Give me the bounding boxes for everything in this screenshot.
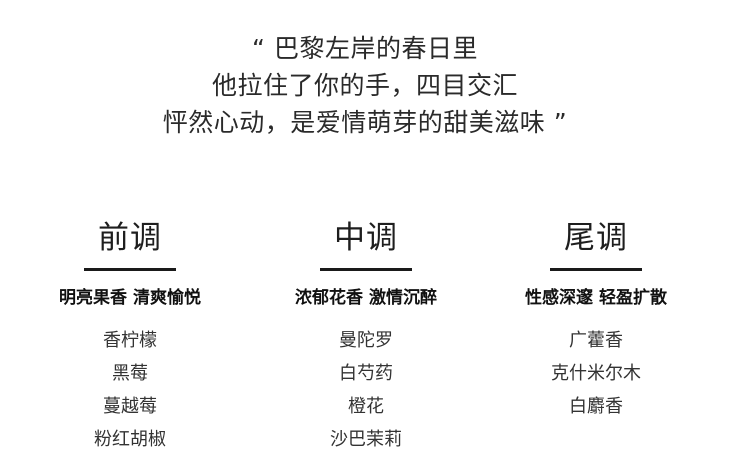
top-notes-underline bbox=[84, 268, 176, 271]
top-notes-title: 前调 bbox=[98, 220, 162, 256]
note-item: 白芍药 bbox=[339, 363, 393, 384]
base-notes-title: 尾调 bbox=[564, 220, 628, 256]
base-notes-underline bbox=[550, 268, 642, 271]
heart-notes-list: 曼陀罗 白芍药 橙花 沙巴茉莉 bbox=[246, 324, 486, 456]
top-notes-subtitle: 明亮果香 清爽愉悦 bbox=[59, 288, 201, 308]
note-item: 沙巴茉莉 bbox=[330, 429, 402, 450]
heart-notes-subtitle: 浓郁花香 激情沉醉 bbox=[295, 288, 437, 308]
note-item: 橙花 bbox=[348, 396, 384, 417]
heart-notes-underline bbox=[320, 268, 412, 271]
note-item: 粉红胡椒 bbox=[94, 429, 166, 450]
quote-line-2: 他拉住了你的手，四目交汇 bbox=[211, 71, 518, 100]
note-item: 广藿香 bbox=[569, 330, 623, 351]
top-notes-column: 前调 明亮果香 清爽愉悦 香柠檬 黑莓 蔓越莓 粉红胡椒 bbox=[10, 218, 250, 456]
note-item: 白麝香 bbox=[569, 396, 623, 417]
note-item: 蔓越莓 bbox=[103, 396, 157, 417]
quote-block: “ 巴黎左岸的春日里 他拉住了你的手，四目交汇 怦然心动，是爱情萌芽的甜美滋味 … bbox=[0, 30, 730, 141]
heart-notes-column: 中调 浓郁花香 激情沉醉 曼陀罗 白芍药 橙花 沙巴茉莉 bbox=[246, 218, 486, 456]
quote-line-1: “ 巴黎左岸的春日里 bbox=[252, 34, 478, 63]
base-notes-list: 广藿香 克什米尔木 白麝香 bbox=[476, 324, 716, 423]
base-notes-column: 尾调 性感深邃 轻盈扩散 广藿香 克什米尔木 白麝香 bbox=[476, 218, 716, 423]
note-item: 黑莓 bbox=[112, 363, 148, 384]
top-notes-list: 香柠檬 黑莓 蔓越莓 粉红胡椒 bbox=[10, 324, 250, 456]
note-item: 克什米尔木 bbox=[551, 363, 641, 384]
note-item: 香柠檬 bbox=[103, 330, 157, 351]
note-item: 曼陀罗 bbox=[339, 330, 393, 351]
base-notes-subtitle: 性感深邃 轻盈扩散 bbox=[525, 288, 667, 308]
quote-line-3: 怦然心动，是爱情萌芽的甜美滋味 ” bbox=[162, 108, 568, 137]
heart-notes-title: 中调 bbox=[334, 220, 398, 256]
